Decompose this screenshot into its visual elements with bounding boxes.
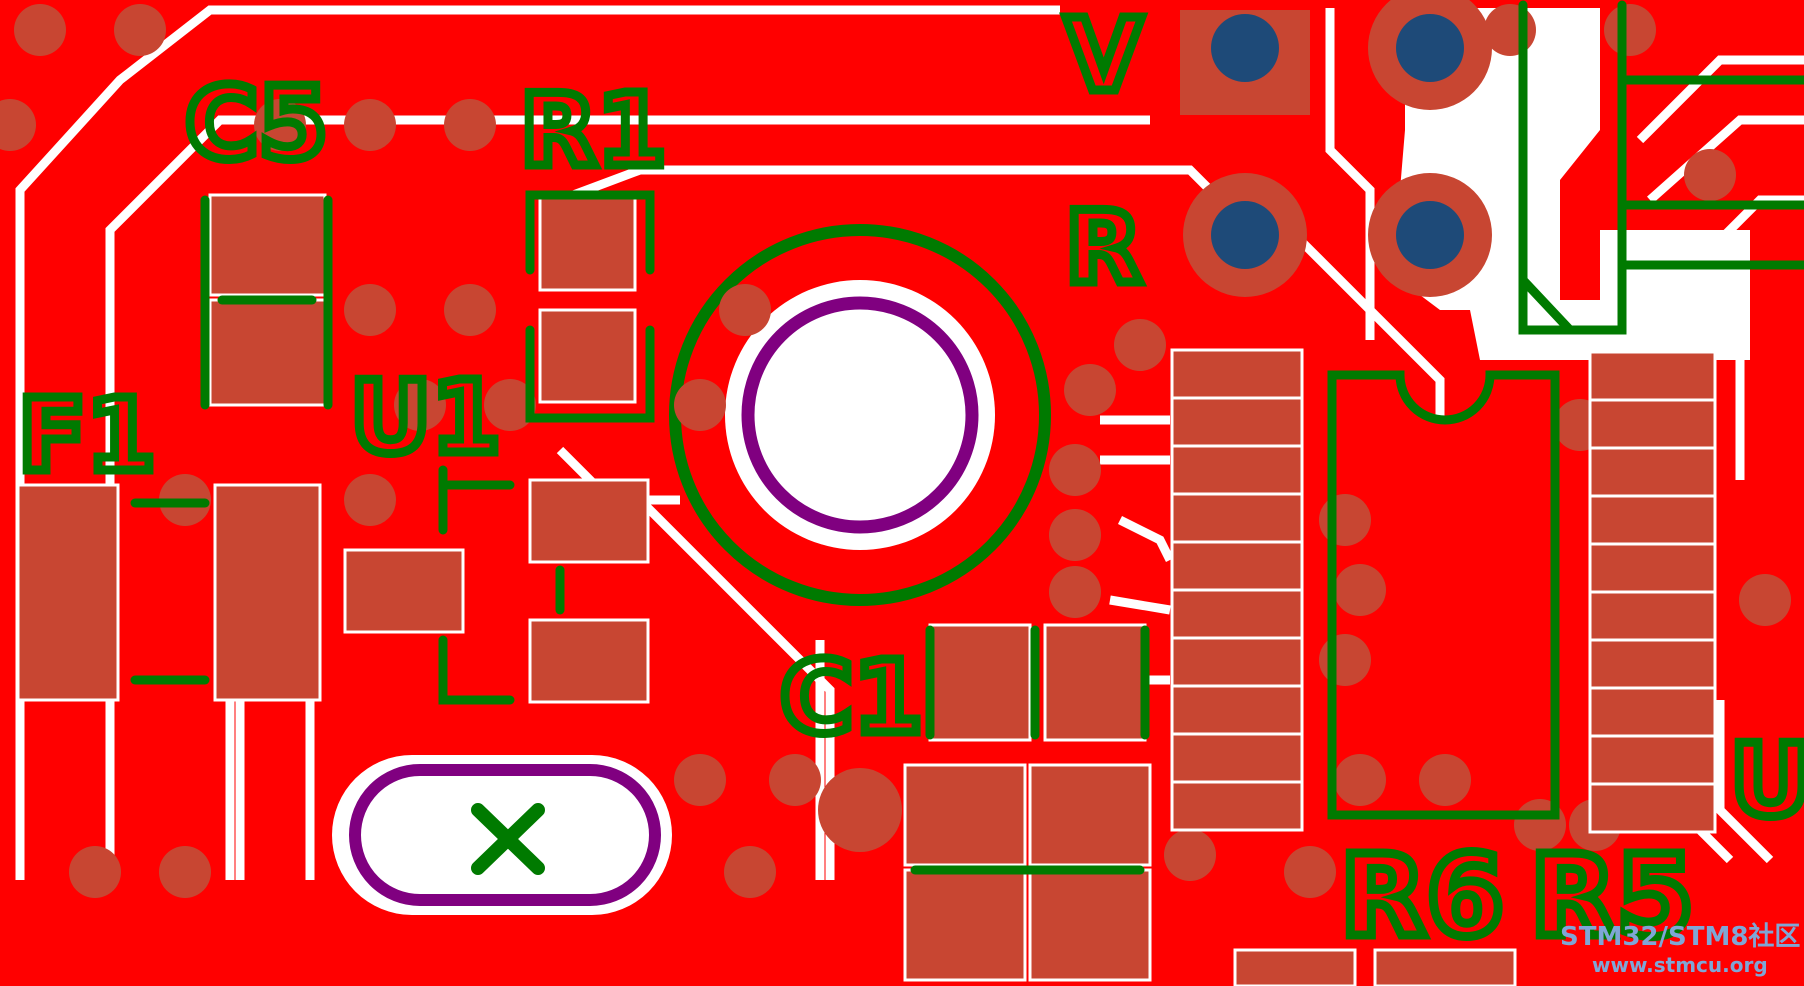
label-r6: R6 bbox=[1340, 832, 1504, 962]
label-r5: R5 bbox=[1530, 832, 1694, 962]
label-u1: U1 bbox=[350, 359, 501, 476]
smd-pads bbox=[16, 193, 1517, 986]
label-r: R bbox=[1065, 189, 1142, 306]
label-v: V bbox=[1065, 0, 1142, 114]
slot-x-mark bbox=[471, 803, 545, 875]
label-r1: R1 bbox=[520, 72, 667, 189]
label-c5: C5 bbox=[185, 65, 328, 182]
silkscreen-outlines bbox=[130, 0, 1804, 875]
label-u: U bbox=[1730, 722, 1804, 839]
clearance-lines bbox=[15, 5, 1804, 880]
watermark-line1: STM32/STM8社区 bbox=[1560, 921, 1800, 952]
ic-pins-left bbox=[1170, 348, 1304, 832]
vias bbox=[0, 4, 1791, 898]
label-f1: F1 bbox=[18, 377, 156, 494]
mounting-hole bbox=[669, 224, 1051, 606]
watermark-line2: www.stmcu.org bbox=[1592, 953, 1768, 977]
header-pads bbox=[1180, 0, 1492, 297]
ic-pins-right bbox=[1588, 350, 1717, 834]
silkscreen-labels: C5 R1 F1 U1 C1 R V R6 R5 U bbox=[14, 0, 1804, 967]
label-c1: C1 bbox=[780, 639, 923, 756]
watermark: STM32/STM8社区 www.stmcu.org bbox=[1560, 921, 1800, 977]
